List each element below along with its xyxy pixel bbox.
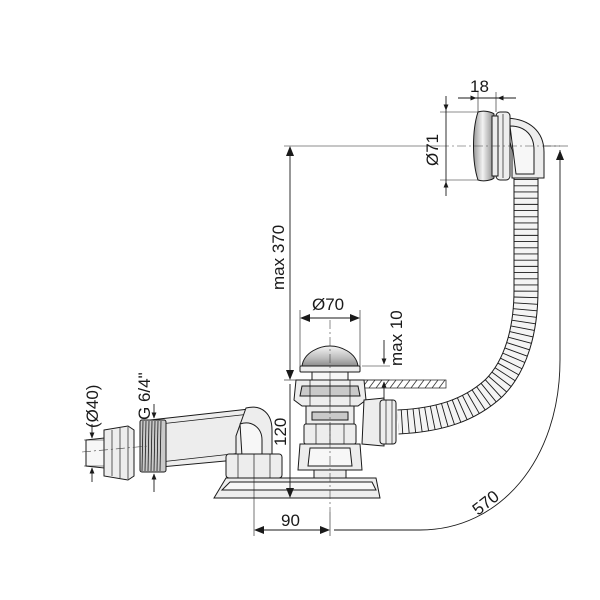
dim-text-g64: G 6/4" (135, 372, 154, 420)
hose-rib (471, 389, 486, 411)
hose-rib (476, 386, 492, 407)
hatch-line (410, 379, 418, 389)
hose-rib (456, 397, 468, 420)
outlet-pipe (149, 406, 273, 469)
hose-rib (424, 407, 430, 431)
dim-overflow-diameter: Ø71 (423, 96, 478, 196)
hose-rib (512, 314, 537, 318)
hose-rib (446, 401, 455, 425)
dim-text-570: 570 (469, 487, 503, 519)
dim-plug-diameter: Ø70 (299, 295, 361, 366)
overflow-head (473, 110, 545, 182)
dim-text-d71: Ø71 (423, 134, 442, 166)
elbow-nut (225, 453, 283, 479)
hose-rib (466, 392, 480, 414)
dim-text-d70: Ø70 (312, 295, 344, 314)
hose-rib (513, 302, 538, 305)
hose-rib (480, 383, 497, 403)
outlet-centerline (81, 445, 149, 453)
hose-rib (488, 375, 507, 393)
dim-text-max10: max 10 (387, 310, 406, 366)
dim-plug-stroke: max 10 (362, 310, 406, 398)
hatch-line (389, 379, 397, 389)
base-plate (213, 477, 381, 499)
hose-rib (509, 331, 534, 338)
dim-max-height: max 370 (269, 145, 440, 381)
hose-rib (491, 371, 512, 387)
threaded-connector (139, 419, 167, 473)
hose-rib (462, 395, 474, 418)
hose-rib (497, 362, 520, 376)
hatch-line (396, 379, 404, 389)
hose-rib (484, 379, 502, 398)
hatch-line (368, 379, 376, 389)
dim-text-d40: (Ø40) (83, 385, 102, 428)
hose-rib (513, 296, 538, 299)
hose-rib (511, 319, 536, 325)
hose-rib (506, 342, 530, 351)
hose-rib (429, 406, 436, 430)
hose-rib (504, 347, 528, 357)
outlet-nut (85, 425, 135, 481)
dim-text-18: 18 (470, 77, 489, 96)
thread-line (141, 420, 144, 472)
hose-rib (513, 308, 538, 312)
hose-rib (502, 352, 526, 363)
hatch-line (431, 379, 439, 389)
hatch-line (438, 379, 446, 389)
thread-line (147, 420, 150, 472)
hose-rib (400, 409, 404, 434)
hose-rib (494, 367, 516, 382)
thread-line (153, 420, 156, 472)
hose-rib (412, 408, 417, 433)
dim-text-120: 120 (271, 418, 290, 446)
bath-rim-hatch (357, 379, 447, 389)
dim-thread: G 6/4" (135, 372, 160, 492)
dim-outlet-diameter: (Ø40) (83, 385, 104, 482)
hose-rib (406, 409, 410, 434)
dim-waste-height: 120 (271, 384, 300, 499)
thread-line (159, 420, 162, 472)
dim-text-max370: max 370 (269, 225, 288, 290)
thread-line (156, 420, 159, 472)
thread-line (150, 420, 153, 472)
hose-rib (451, 399, 462, 423)
hose-rib (418, 408, 423, 432)
hatch-line (375, 379, 383, 389)
hatch-line (417, 379, 425, 389)
hose-rib (508, 336, 532, 344)
hose-rib (500, 357, 523, 370)
dim-text-90: 90 (281, 511, 300, 530)
dim-overflow-length: 18 (458, 77, 516, 112)
hose-rib (510, 325, 535, 331)
hatch-line (424, 379, 432, 389)
hatch-line (403, 379, 411, 389)
hose-rib (435, 404, 443, 429)
overflow-hose (397, 170, 539, 435)
dim-horizontal-offset: 90 (253, 478, 331, 536)
hose-rib (441, 403, 449, 427)
